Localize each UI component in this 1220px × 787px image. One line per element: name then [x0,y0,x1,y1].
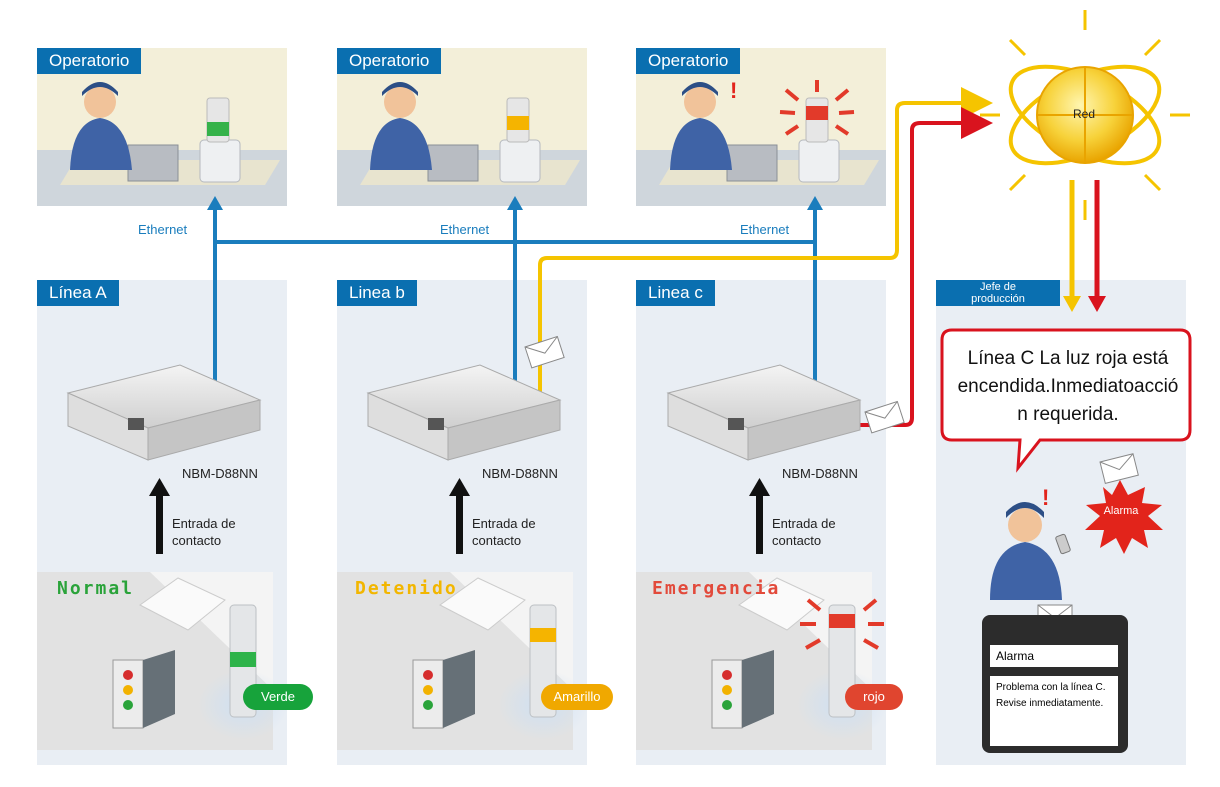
light-label-c: rojo [845,684,903,710]
light-label-a: Verde [243,684,313,710]
contact-label-a: Entrada de contacto [172,515,236,549]
svg-text:!: ! [1042,485,1049,510]
contact-label-line: contacto [172,533,222,548]
operator-panel-label-1: Operatorio [37,48,142,74]
device-model-b: NBM-D88NN [482,466,558,481]
contact-label-line: Entrada de [772,516,836,531]
manager-title-line2: producción [971,293,1025,305]
status-label-c: Emergencia [652,578,781,599]
line-a-title: Línea A [37,280,119,306]
device-a [66,364,262,461]
speech-bubble [940,328,1192,473]
contact-arrows [149,478,770,554]
device-model-c: NBM-D88NN [782,466,858,481]
phone-notification-message: Problema con la línea C. Revise inmediat… [990,676,1118,746]
factory-scene-a [37,572,288,750]
red-mail-path [832,107,993,427]
operator-scene-3: ! [636,48,886,206]
line-c-title: Linea c [636,280,715,306]
operator-panel-label-2: Operatorio [337,48,442,74]
mail-icon [864,400,905,434]
light-label-b: Amarillo [541,684,613,710]
ethernet-label-1: Ethernet [138,222,188,237]
yellow-mail-path [538,87,993,405]
phone-notification-title: Alarma [990,645,1118,667]
network-label: Red [1073,107,1096,121]
network-globe-icon [980,10,1190,220]
manager-title: Jefe de producción [936,280,1060,306]
ethernet-label-3: Ethernet [740,222,790,237]
alert-message-line: encendida.Inmediatoacció [957,376,1179,397]
ethernet-label-2: Ethernet [440,222,490,237]
operator-panel-label-3: Operatorio [636,48,741,74]
svg-text:!: ! [730,78,737,103]
contact-label-line: Entrada de [172,516,236,531]
contact-label-line: contacto [472,533,522,548]
ethernet-arrowheads [207,196,823,210]
line-b-title: Linea b [337,280,417,306]
device-b [366,364,562,461]
manager-title-line1: Jefe de [979,281,1017,293]
contact-label-b: Entrada de contacto [472,515,536,549]
red-arrowhead [1088,296,1106,312]
device-c [666,364,862,461]
status-label-a: Normal [57,578,135,599]
alert-message-line: n requerida. [1017,404,1119,425]
operator-scene-2 [337,48,587,206]
factory-scene-c [636,572,887,750]
status-label-b: Detenido [355,578,458,599]
mail-icon [1099,453,1139,484]
ethernet-wires [213,206,817,398]
operator-scene-1 [37,48,287,206]
alarm-burst-label: Alarma [1103,505,1139,517]
contact-label-c: Entrada de contacto [772,515,836,549]
yellow-arrowhead [1063,296,1081,312]
contact-label-line: contacto [772,533,822,548]
contact-label-line: Entrada de [472,516,536,531]
manager-figure: ! [990,485,1071,600]
alert-message: Línea C La luz roja está encendida.Inmed… [948,345,1188,429]
mail-icon [524,335,565,369]
device-model-a: NBM-D88NN [182,466,258,481]
alert-message-line: Línea C La luz roja está [967,348,1169,369]
alarm-burst-icon [1085,480,1163,554]
